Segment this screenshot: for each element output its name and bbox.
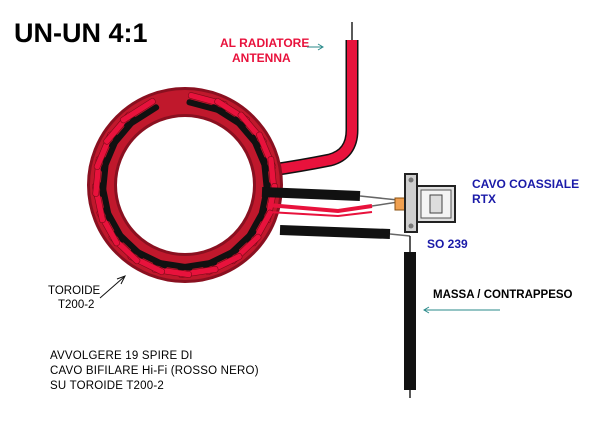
lead-wires	[261, 187, 411, 239]
winding-black	[124, 104, 160, 129]
toroid-label-line1: TOROIDE	[48, 285, 101, 297]
winding-red	[120, 98, 156, 124]
note-line3: SU TOROIDE T200-2	[50, 380, 164, 392]
toroid-label-line2: T200-2	[58, 299, 94, 311]
toroid-core	[87, 87, 283, 283]
radiator-label-line1: AL RADIATORE	[220, 36, 309, 50]
toroid-windings	[92, 92, 278, 278]
note-line1: AVVOLGERE 19 SPIRE DI	[50, 350, 193, 362]
toroid-pointer	[99, 275, 127, 299]
diagram-title: UN-UN 4:1	[14, 18, 148, 48]
antenna-wire	[271, 22, 359, 177]
radiator-label-line2: ANTENNA	[232, 51, 291, 65]
ground-wire	[404, 236, 416, 398]
so239-connector	[394, 173, 456, 233]
radiator-arrow	[307, 43, 324, 51]
coax-label-line1: CAVO COASSIALE	[472, 177, 579, 191]
ground-label: MASSA / CONTRAPPESO	[433, 289, 573, 301]
note-line2: CAVO BIFILARE Hi-Fi (ROSSO NERO)	[50, 365, 259, 377]
connector-label: SO 239	[427, 237, 468, 251]
ground-pointer	[423, 306, 500, 314]
coax-label-line2: RTX	[472, 192, 496, 206]
